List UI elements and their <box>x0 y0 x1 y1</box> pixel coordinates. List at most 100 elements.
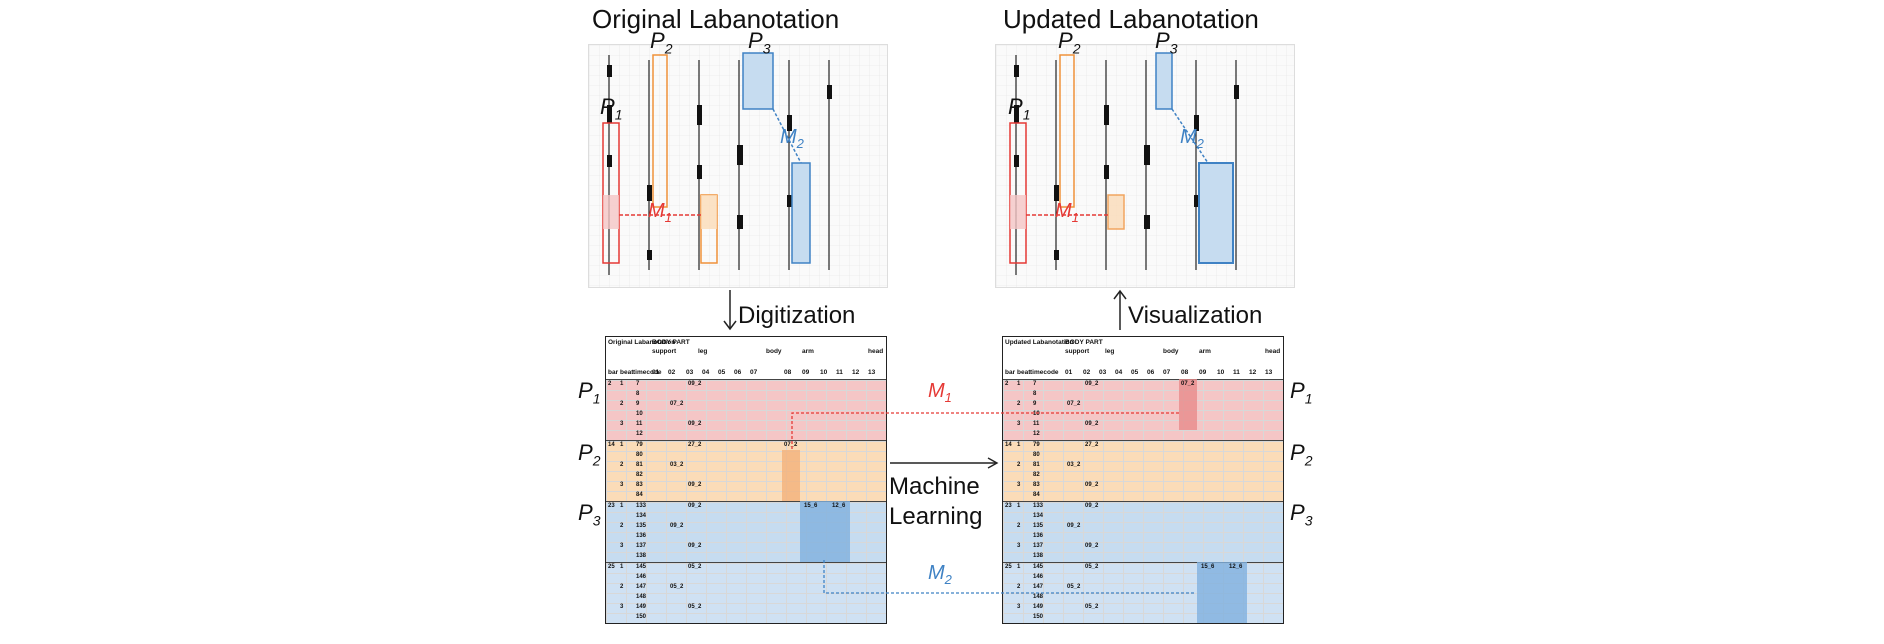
cell-value: 12_6 <box>832 503 846 509</box>
r9-beat: 2 <box>1017 462 1021 468</box>
r1-bar: 2 <box>608 381 612 387</box>
col-beat: beat <box>1017 369 1031 376</box>
r7-tc: 79 <box>1033 442 1040 448</box>
table-p2-left: P2 <box>578 440 601 469</box>
col-timecode: timecode <box>633 369 662 376</box>
r15-beat: 2 <box>620 523 624 529</box>
upd-highlight-red <box>1179 379 1197 430</box>
r1-beat: 1 <box>620 381 624 387</box>
r9-tc: 81 <box>636 462 643 468</box>
cell-value: 09_2 <box>688 543 702 549</box>
col-01: 01 <box>1065 369 1073 376</box>
col-12: 12 <box>1249 369 1257 376</box>
r23-tc: 149 <box>636 604 647 610</box>
r7-bar: 14 <box>608 442 615 448</box>
r19-bar: 25 <box>608 564 615 570</box>
original-score-graphic <box>589 45 887 287</box>
r24-tc: 150 <box>636 614 647 620</box>
cell-value: 07_2 <box>670 401 684 407</box>
orig-p2-label: P2 <box>650 28 673 57</box>
r13-bar: 23 <box>608 503 615 509</box>
m1-label: M1 <box>928 380 952 405</box>
r15-tc: 135 <box>1033 523 1044 529</box>
r17-beat: 3 <box>1017 543 1021 549</box>
body-part-header: BODY PART <box>652 339 690 346</box>
col-06: 06 <box>1147 369 1155 376</box>
upd-m1-label: M1 <box>1055 200 1079 225</box>
visualization-label: Visualization <box>1128 302 1263 329</box>
r8-tc: 80 <box>1033 452 1040 458</box>
table-p2-right: P2 <box>1290 440 1313 469</box>
digitization-arrow <box>723 290 737 331</box>
cell-value: 09_2 <box>1085 421 1099 427</box>
col-02: 02 <box>1083 369 1091 376</box>
r12-tc: 84 <box>636 492 643 498</box>
r19-beat: 1 <box>620 564 624 570</box>
r11-beat: 3 <box>1017 482 1021 488</box>
r11-tc: 83 <box>636 482 643 488</box>
band-p3b <box>606 562 886 623</box>
col-01: 01 <box>652 369 660 376</box>
r23-beat: 3 <box>1017 604 1021 610</box>
orig-highlight-orange <box>782 450 800 501</box>
band-p1 <box>1003 379 1283 440</box>
cell-value: 27_2 <box>688 442 702 448</box>
upd-p1-label: P1 <box>1008 94 1031 123</box>
cell-value: 03_2 <box>1067 462 1081 468</box>
col-bar: bar <box>1005 369 1016 376</box>
col-10: 10 <box>1217 369 1225 376</box>
upd-p2-label: P2 <box>1058 28 1081 57</box>
r4-tc: 10 <box>1033 411 1040 417</box>
cell-value: 12_6 <box>1229 564 1243 570</box>
r3-beat: 2 <box>1017 401 1021 407</box>
col-13: 13 <box>1265 369 1273 376</box>
m2-label: M2 <box>928 562 952 587</box>
cell-value: 09_2 <box>1085 482 1099 488</box>
updated-score-graphic <box>996 45 1294 287</box>
r11-beat: 3 <box>620 482 624 488</box>
r17-beat: 3 <box>620 543 624 549</box>
group-head: head <box>1265 348 1281 355</box>
col-08: 08 <box>1181 369 1189 376</box>
r1-tc: 7 <box>1033 381 1037 387</box>
r10-tc: 82 <box>636 472 643 478</box>
r7-beat: 1 <box>1017 442 1021 448</box>
m1-connector <box>791 412 1180 449</box>
col-beat: beat <box>620 369 634 376</box>
r13-tc: 133 <box>636 503 647 509</box>
cell-value: 07_2 <box>1067 401 1081 407</box>
r15-beat: 2 <box>1017 523 1021 529</box>
cell-value: 09_2 <box>688 503 702 509</box>
r3-beat: 2 <box>620 401 624 407</box>
cell-value: 15_6 <box>804 503 818 509</box>
col-03: 03 <box>1099 369 1107 376</box>
r5-tc: 11 <box>636 421 643 427</box>
r5-beat: 3 <box>620 421 624 427</box>
table-p1-left: P1 <box>578 378 601 407</box>
r20-tc: 146 <box>1033 574 1044 580</box>
col-10: 10 <box>820 369 828 376</box>
r22-tc: 148 <box>636 594 647 600</box>
group-body: body <box>1163 348 1179 355</box>
learning-label: Learning <box>889 503 983 530</box>
col-02: 02 <box>668 369 676 376</box>
r1-bar: 2 <box>1005 381 1009 387</box>
cell-value: 09_2 <box>1085 543 1099 549</box>
r21-beat: 2 <box>1017 584 1021 590</box>
ml-arrow-head <box>987 457 999 469</box>
r19-tc: 145 <box>636 564 647 570</box>
r23-beat: 3 <box>620 604 624 610</box>
r10-tc: 82 <box>1033 472 1040 478</box>
original-labanotation-title: Original Labanotation <box>592 4 840 34</box>
cell-value: 27_2 <box>1085 442 1099 448</box>
body-part-header: BODY PART <box>1065 339 1103 346</box>
r7-tc: 79 <box>636 442 643 448</box>
cell-value: 05_2 <box>1067 584 1081 590</box>
orig-p1-label: P1 <box>600 94 623 123</box>
table-title: Original Labanotation <box>608 339 676 346</box>
r18-tc: 138 <box>1033 553 1044 559</box>
r9-beat: 2 <box>620 462 624 468</box>
r18-tc: 138 <box>636 553 647 559</box>
col-bar: bar <box>608 369 619 376</box>
